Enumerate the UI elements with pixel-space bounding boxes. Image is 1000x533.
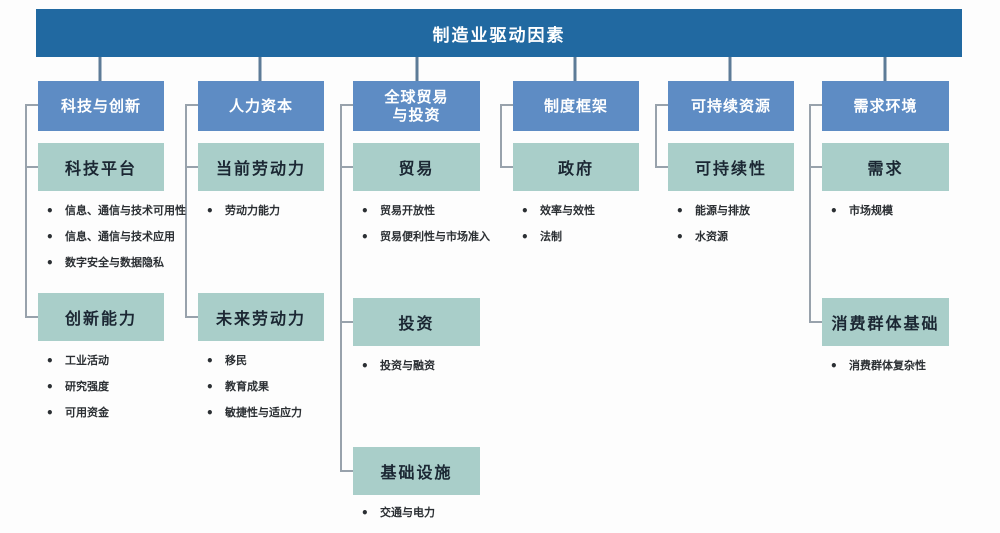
bullet-item: 劳动力能力 [198,198,324,224]
bullet-item: 贸易便利性与市场准入 [353,224,490,250]
bullet-item: 数字安全与数据隐私 [38,250,164,276]
category-header-technology-innovation: 科技与创新 [38,81,164,131]
bullet-item: 敏捷性与适应力 [198,400,324,426]
subcategory-box-investment: 投资 [353,298,480,346]
bullet-item: 研究强度 [38,374,164,400]
bullet-item: 工业活动 [38,348,164,374]
subcategory-box-innovation-capacity: 创新能力 [38,293,164,341]
bullet-list-demand: 市场规模 [822,198,949,224]
category-header-global-trade-investment: 全球贸易 与投资 [353,81,480,131]
bullet-list-infrastructure: 交通与电力 [353,500,480,526]
bullet-item: 交通与电力 [353,500,480,526]
bullet-item: 信息、通信与技术应用 [38,224,175,250]
bullet-list-tech-platform: 信息、通信与技术可用性 信息、通信与技术应用 数字安全与数据隐私 [38,198,186,276]
root-node-title: 制造业驱动因素 [36,9,962,57]
bullet-list-sustainability: 能源与排放 水资源 [668,198,794,250]
bullet-item: 可用资金 [38,400,164,426]
bullet-item: 投资与融资 [353,353,480,379]
bullet-item: 市场规模 [822,198,949,224]
subcategory-box-sustainability: 可持续性 [668,143,794,191]
category-header-label: 科技与创新 [60,97,141,115]
category-header-label: 制度框架 [543,97,608,115]
subcategory-box-government: 政府 [513,143,639,191]
bullet-list-future-workforce: 移民 教育成果 敏捷性与适应力 [198,348,324,426]
subcategory-box-infrastructure: 基础设施 [353,447,480,495]
category-header-label: 可持续资源 [690,97,771,115]
bullet-list-consumer-base: 消费群体复杂性 [822,353,949,379]
bullet-item: 效率与效性 [513,198,639,224]
bullet-list-investment: 投资与融资 [353,353,480,379]
bullet-item: 法制 [513,224,639,250]
subcategory-box-demand: 需求 [822,143,949,191]
subcategory-box-future-workforce: 未来劳动力 [198,293,324,341]
subcategory-box-current-workforce: 当前劳动力 [198,143,324,191]
category-header-sustainable-resources: 可持续资源 [668,81,794,131]
category-header-label: 人力资本 [228,97,293,115]
subcategory-box-tech-platform: 科技平台 [38,143,164,191]
bullet-item: 能源与排放 [668,198,794,224]
bullet-item: 信息、通信与技术可用性 [38,198,186,224]
subcategory-box-consumer-base: 消费群体基础 [822,298,949,346]
bullet-item: 水资源 [668,224,794,250]
category-header-label: 需求环境 [853,97,918,115]
category-header-institutional-framework: 制度框架 [513,81,639,131]
bullet-list-trade: 贸易开放性 贸易便利性与市场准入 [353,198,490,250]
bullet-item: 移民 [198,348,324,374]
category-header-human-capital: 人力资本 [198,81,324,131]
bullet-list-innovation-capacity: 工业活动 研究强度 可用资金 [38,348,164,426]
bullet-item: 贸易开放性 [353,198,480,224]
bullet-list-current-workforce: 劳动力能力 [198,198,324,224]
subcategory-box-trade: 贸易 [353,143,480,191]
bullet-list-government: 效率与效性 法制 [513,198,639,250]
category-header-label-line2: 与投资 [392,106,441,124]
category-header-label-line1: 全球贸易 [384,88,449,106]
bullet-item: 消费群体复杂性 [822,353,949,379]
category-header-demand-environment: 需求环境 [822,81,949,131]
bullet-item: 教育成果 [198,374,324,400]
